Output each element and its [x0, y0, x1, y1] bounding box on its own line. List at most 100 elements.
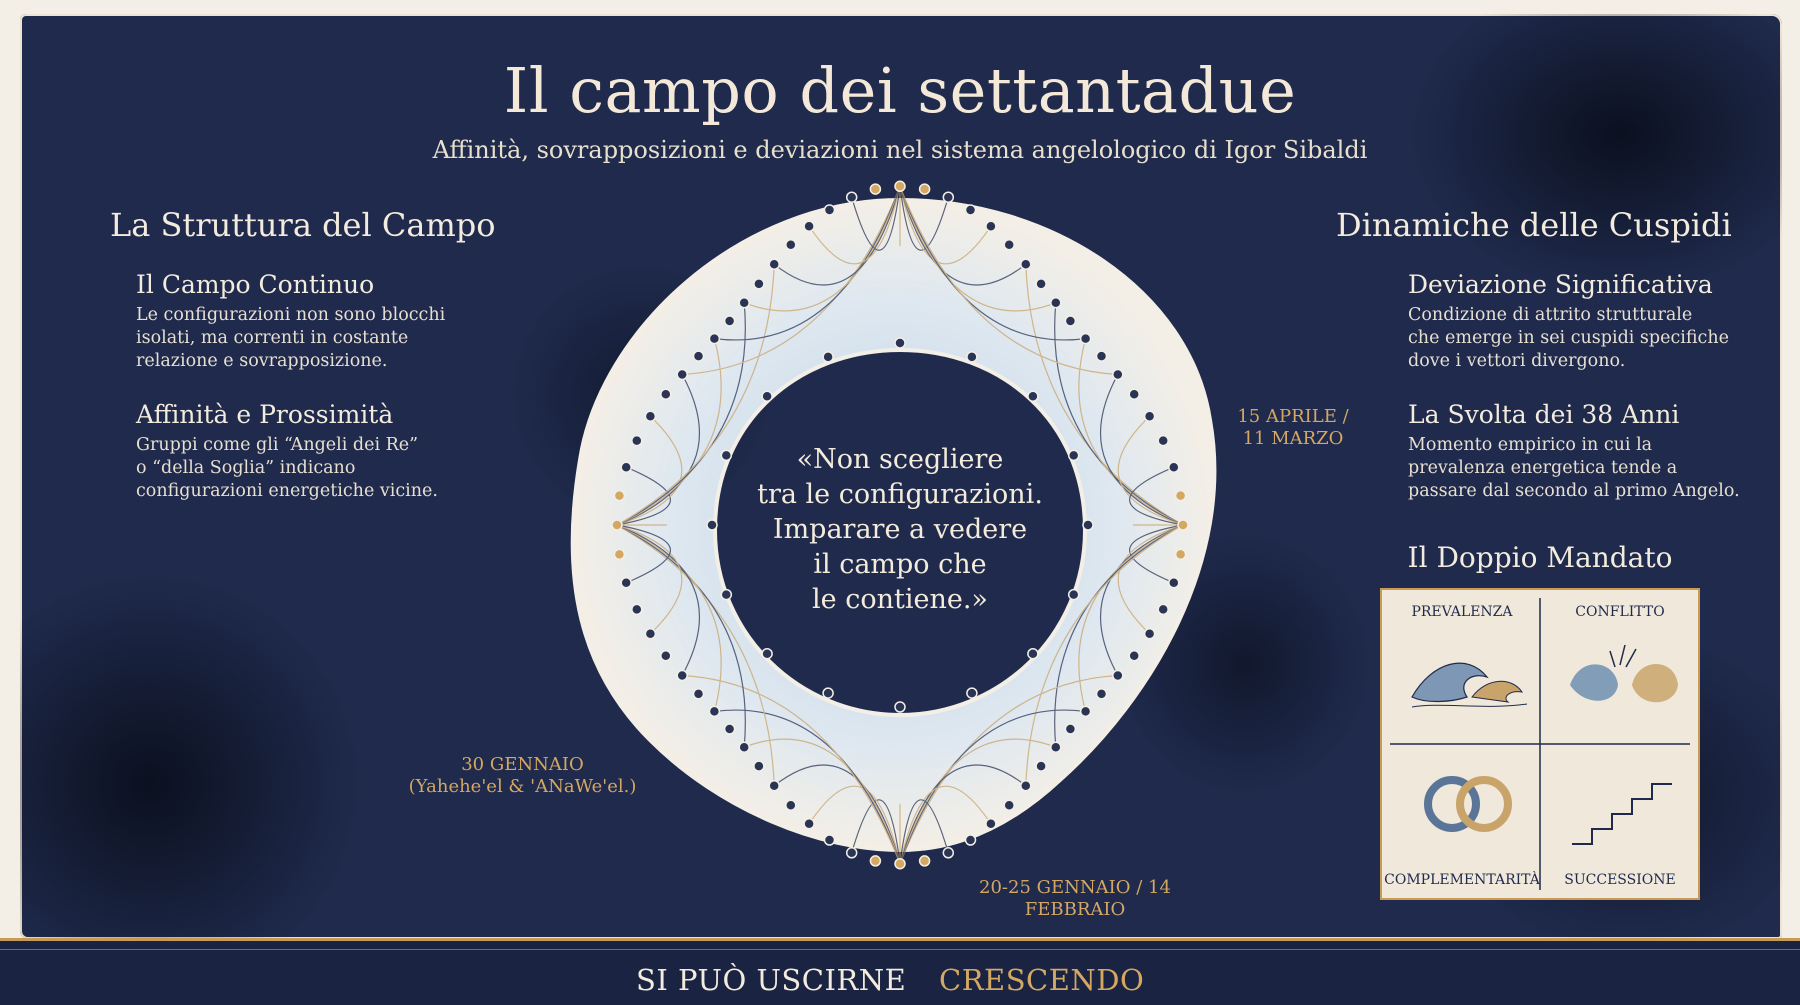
ring-connection-line: [899, 186, 1086, 341]
ring-dot: [845, 847, 858, 859]
ring-connection-line: [851, 186, 901, 251]
right-section-heading: Dinamiche delle Cuspidi: [1336, 206, 1732, 244]
footer-item-si-puo-uscirne[interactable]: SI PUÒ USCIRNE: [636, 963, 907, 997]
body-line: Le configurazioni non sono blocchi: [136, 305, 446, 325]
ring-dot: [1079, 705, 1092, 718]
wave-icon: [1411, 662, 1528, 708]
label-line: 11 MARZO: [1242, 428, 1344, 449]
ring-inner-dot: [1027, 647, 1039, 660]
body-line: isolati, ma correnti in costante: [136, 328, 409, 348]
ring-connection-line: [616, 302, 746, 526]
stairs-icon: [1572, 783, 1672, 845]
ring-connection-line: [616, 524, 746, 748]
ring-dot: [942, 847, 955, 859]
ring-connection-line: [851, 799, 901, 864]
quote-line: «Non scegliere: [796, 444, 1004, 475]
ring-dot: [1168, 461, 1180, 473]
ring-inner-dot: [894, 337, 906, 349]
ring-dot: [1143, 627, 1156, 640]
ring-dot: [1079, 332, 1092, 345]
ring-dot: [1095, 350, 1108, 362]
ring-dot: [708, 332, 721, 345]
label-line: 15 APRILE /: [1237, 406, 1349, 427]
ring-dot: [1003, 238, 1015, 251]
ring-dot: [845, 191, 858, 203]
ring-dot: [753, 278, 765, 290]
left-item-body: Le configurazioni non sono blocchi isola…: [136, 304, 445, 373]
ring-connection-line: [616, 264, 775, 526]
footer-item-crescendo[interactable]: CRESCENDO: [939, 963, 1145, 997]
ring-inner-dot: [761, 647, 773, 660]
ring-dot: [1035, 760, 1047, 772]
ring-inner-dot: [894, 701, 906, 713]
ring-dot: [613, 548, 626, 561]
ring-dot: [823, 834, 836, 846]
ring-dot: [1003, 799, 1015, 812]
ring-dot: [894, 857, 906, 870]
ring-connection-line: [899, 764, 1027, 864]
ring-dot: [785, 238, 797, 251]
ring-inner-dot: [720, 588, 733, 601]
cusp-label-right: 15 APRILE / 11 MARZO: [1218, 406, 1368, 450]
body-line: dove i vettori divergono.: [1408, 351, 1626, 371]
ring-dot: [869, 855, 882, 867]
ring-dot: [738, 741, 750, 753]
right-item-body: Momento empirico in cui la prevalenza en…: [1408, 434, 1740, 503]
ring-connection-line: [682, 674, 901, 864]
right-item-title: Deviazione Significativa: [1408, 270, 1713, 299]
ring-dot: [1050, 741, 1062, 753]
quadrant-label-conflitto: CONFLITTO: [1575, 604, 1665, 620]
quadrant-label-prevalenza: PREVALENZA: [1411, 604, 1513, 620]
quote-line: il campo che: [813, 549, 987, 580]
ring-dot: [1128, 649, 1140, 662]
ring-inner-dot: [1067, 449, 1080, 462]
ring-connection-line: [899, 674, 1118, 864]
ring-connection-line: [1117, 415, 1184, 526]
body-line: o “della Soglia” indicano: [136, 458, 356, 478]
ring-dot: [1143, 410, 1156, 423]
ring-connection-line: [1100, 374, 1184, 526]
ring-dot: [918, 183, 931, 195]
ring-connection-line: [899, 738, 1057, 864]
ring-dot: [613, 489, 626, 502]
ring-dot: [692, 688, 705, 700]
ring-connection-line: [1025, 524, 1184, 786]
ring-connection-line: [899, 186, 949, 251]
ring-dot: [942, 191, 955, 203]
body-line: che emerge in sei cuspidi specifiche: [1408, 328, 1729, 348]
ring-connection-line: [616, 524, 700, 676]
mandate-title: Il Doppio Mandato: [1407, 541, 1673, 574]
ring-connection-line: [616, 524, 671, 584]
ring-dot: [1035, 278, 1047, 290]
ring-inner-dot: [822, 687, 834, 699]
ring-connection-lines: [616, 186, 1184, 864]
ring-dot: [723, 723, 736, 735]
ring-connection-line: [899, 709, 1086, 864]
ring-connection-line: [1100, 524, 1184, 676]
ring-dot: [785, 799, 797, 812]
ring-dot: [1112, 669, 1124, 682]
interlocked-rings-icon: [1424, 776, 1512, 832]
ring-connection-line: [1054, 302, 1184, 526]
ring-inner-dot: [822, 351, 834, 363]
left-section-heading: La Struttura del Campo: [110, 206, 496, 244]
left-item-body: Gruppi come gli “Angeli dei Re” o “della…: [136, 434, 438, 503]
quote-line: Imparare a vedere: [772, 514, 1028, 545]
page-title: Il campo dei settantadue: [503, 54, 1297, 127]
quadrant-label-complementarita: COMPLEMENTARITÀ: [1384, 872, 1540, 888]
left-item-title: Affinità e Prossimità: [136, 400, 394, 429]
ring-connection-line: [616, 524, 775, 786]
ring-connection-line: [899, 785, 992, 864]
cusp-label-bottom: 20-25 GENNAIO / 14 FEBBRAIO: [979, 877, 1171, 920]
ring-dot: [1064, 315, 1077, 327]
ring-dots: [611, 180, 1189, 870]
ring-dot: [708, 705, 721, 718]
ring-inner-dot: [1067, 588, 1080, 601]
ink-blot-decoration: [1410, 14, 1782, 294]
quadrant-label-successione: SUCCESSIONE: [1564, 872, 1676, 888]
ring-connection-line: [899, 186, 1027, 286]
ring-inner-dot: [966, 687, 978, 699]
page-subtitle: Affinità, sovrapposizioni e deviazioni n…: [432, 136, 1368, 164]
ring-dot: [1157, 603, 1169, 616]
quote-line: tra le configurazioni.: [757, 479, 1043, 510]
